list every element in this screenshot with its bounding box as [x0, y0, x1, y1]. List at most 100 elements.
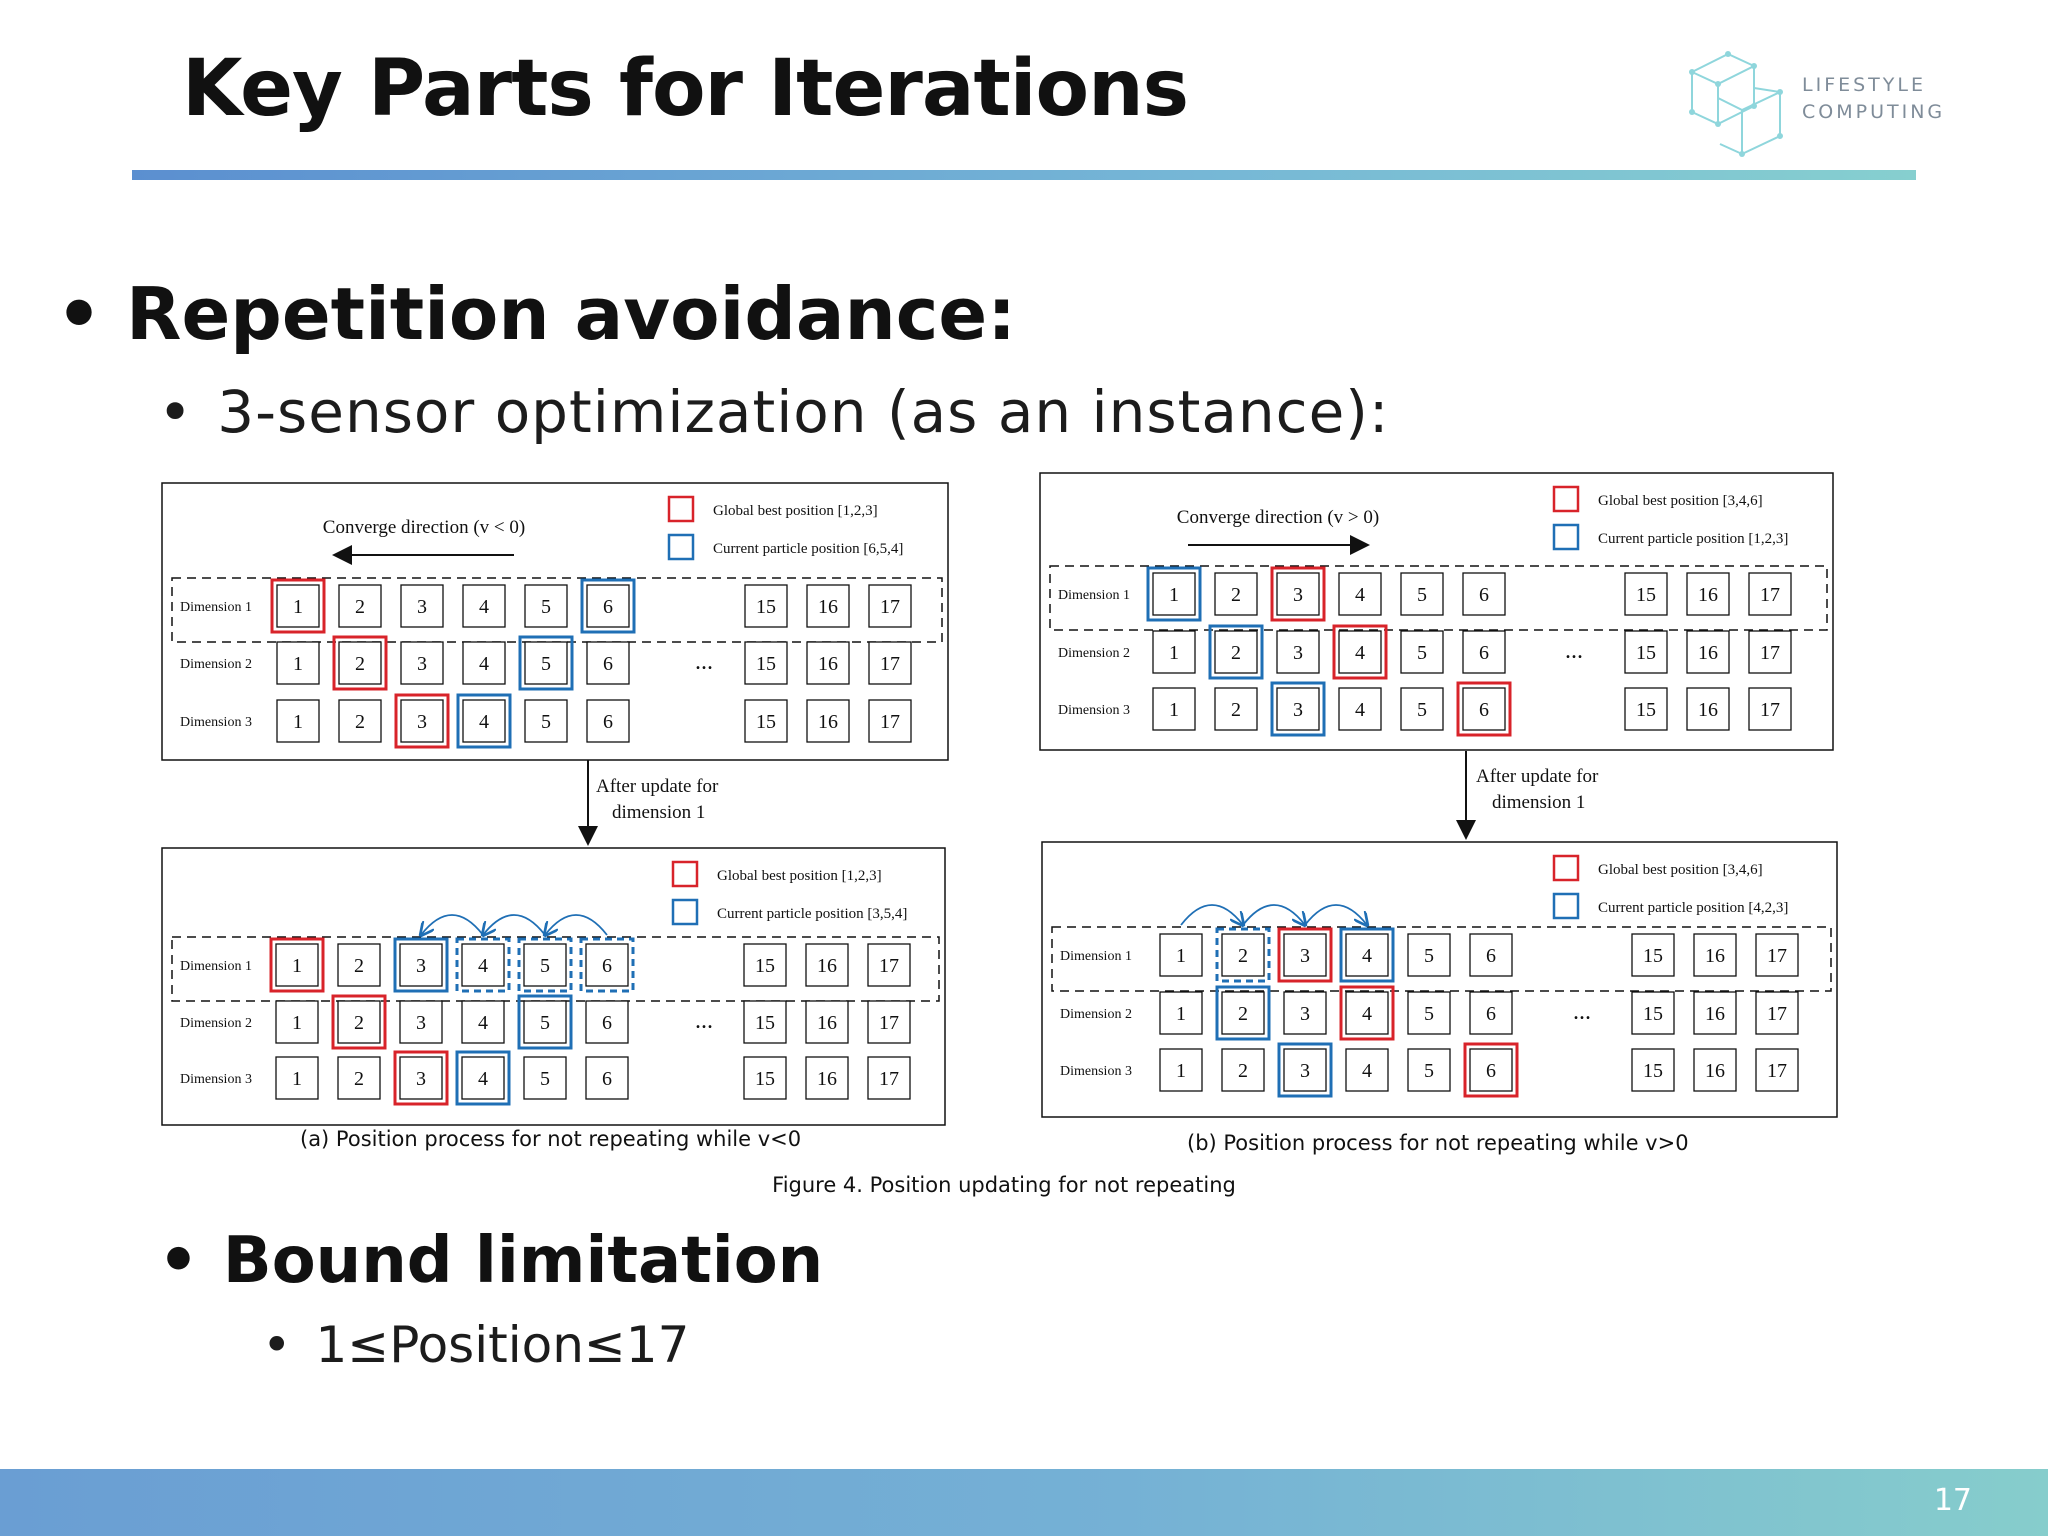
position-box: [1755, 933, 1799, 977]
legend-current-label: Current particle position [1,2,3]: [1598, 531, 1788, 547]
position-box: [867, 1056, 911, 1100]
position-box: [524, 699, 568, 743]
position-number: 17: [880, 596, 900, 618]
position-number: 2: [355, 653, 365, 675]
position-box: [1624, 572, 1668, 616]
bullet-3-sensor: •3-sensor optimization (as an instance):: [158, 378, 1389, 446]
position-number: 6: [1479, 699, 1489, 721]
position-box: [1159, 1048, 1203, 1092]
position-number: 15: [1636, 699, 1656, 721]
dimension-label: Dimension 2: [1058, 646, 1130, 661]
position-box: [1462, 630, 1506, 674]
position-number: 2: [1231, 642, 1241, 664]
position-box: [1221, 1048, 1265, 1092]
position-number: 1: [293, 653, 303, 675]
position-box: [1631, 933, 1675, 977]
position-box: [338, 641, 382, 685]
position-box: [461, 1000, 505, 1044]
position-number: 5: [1424, 945, 1434, 967]
current-particle-mark: [455, 937, 511, 993]
dimension1-highlight: [1049, 565, 1828, 631]
position-box: [586, 584, 630, 628]
position-box: [276, 641, 320, 685]
position-number: 1: [1176, 1060, 1186, 1082]
position-box: [1345, 1048, 1389, 1092]
legend-current-label: Current particle position [3,5,4]: [717, 906, 907, 922]
position-box: [806, 641, 850, 685]
position-number: 15: [756, 653, 776, 675]
position-number: 17: [880, 653, 900, 675]
current-particle-mark: [518, 635, 574, 691]
legend-global-best-label: Global best position [3,4,6]: [1598, 493, 1763, 509]
global-best-mark: [1332, 624, 1388, 680]
dimension-label: Dimension 1: [180, 600, 252, 615]
global-best-mark: [1270, 566, 1326, 622]
position-box: [1407, 933, 1451, 977]
legend-global-best-label: Global best position [1,2,3]: [717, 868, 882, 884]
position-number: 17: [879, 1012, 899, 1034]
position-number: 15: [755, 1012, 775, 1034]
dimension-label: Dimension 2: [180, 1016, 252, 1031]
current-particle-mark: [1339, 927, 1395, 983]
dimension-label: Dimension 1: [1058, 588, 1130, 603]
ellipsis: ...: [695, 649, 713, 675]
position-number: 6: [603, 711, 613, 733]
converge-direction-label: Converge direction (v < 0): [323, 517, 525, 538]
position-box: [523, 943, 567, 987]
position-box: [743, 943, 787, 987]
position-number: 5: [541, 711, 551, 733]
position-number: 3: [1293, 699, 1303, 721]
position-number: 4: [479, 596, 489, 618]
position-number: 1: [1169, 699, 1179, 721]
position-number: 5: [1424, 1003, 1434, 1025]
position-number: 17: [879, 955, 899, 977]
position-box: [1631, 991, 1675, 1035]
subcaption-a: (a) Position process for not repeating w…: [300, 1127, 801, 1151]
position-box: [1693, 991, 1737, 1035]
bullet-dot: •: [158, 1224, 199, 1298]
position-number: 5: [541, 596, 551, 618]
position-box: [1152, 630, 1196, 674]
position-box: [585, 1056, 629, 1100]
position-number: 15: [1636, 642, 1656, 664]
position-number: 2: [1231, 699, 1241, 721]
position-box: [1400, 630, 1444, 674]
position-box: [1283, 1048, 1327, 1092]
legend-blue-square: [1552, 523, 1580, 551]
position-number: 2: [1238, 1003, 1248, 1025]
position-box: [805, 943, 849, 987]
position-box: [1276, 687, 1320, 731]
converge-direction-label: Converge direction (v > 0): [1177, 507, 1379, 528]
position-box: [461, 1056, 505, 1100]
legend-global-best-label: Global best position [1,2,3]: [713, 503, 878, 519]
position-box: [1338, 687, 1382, 731]
position-box: [1214, 630, 1258, 674]
position-box: [867, 943, 911, 987]
position-box: [1407, 991, 1451, 1035]
position-number: 3: [1300, 1003, 1310, 1025]
position-box: [275, 1056, 319, 1100]
position-number: 15: [755, 1068, 775, 1090]
position-number: 17: [1760, 642, 1780, 664]
position-box: [743, 1056, 787, 1100]
position-box: [1152, 687, 1196, 731]
position-number: 2: [355, 596, 365, 618]
position-number: 5: [1417, 642, 1427, 664]
position-number: 17: [1767, 1060, 1787, 1082]
slide-title: Key Parts for Iterations: [182, 44, 1189, 134]
position-box: [462, 641, 506, 685]
position-box: [1152, 572, 1196, 616]
position-number: 5: [541, 653, 551, 675]
global-best-mark: [1456, 681, 1512, 737]
position-box: [462, 699, 506, 743]
current-particle-mark: [1146, 566, 1202, 622]
position-number: 17: [879, 1068, 899, 1090]
global-best-mark: [393, 1050, 449, 1106]
position-box: [1221, 933, 1265, 977]
position-box: [586, 699, 630, 743]
position-box: [1221, 991, 1265, 1035]
current-particle-mark: [1208, 624, 1264, 680]
current-particle-mark: [393, 937, 449, 993]
position-number: 3: [1293, 642, 1303, 664]
current-particle-mark: [1270, 681, 1326, 737]
